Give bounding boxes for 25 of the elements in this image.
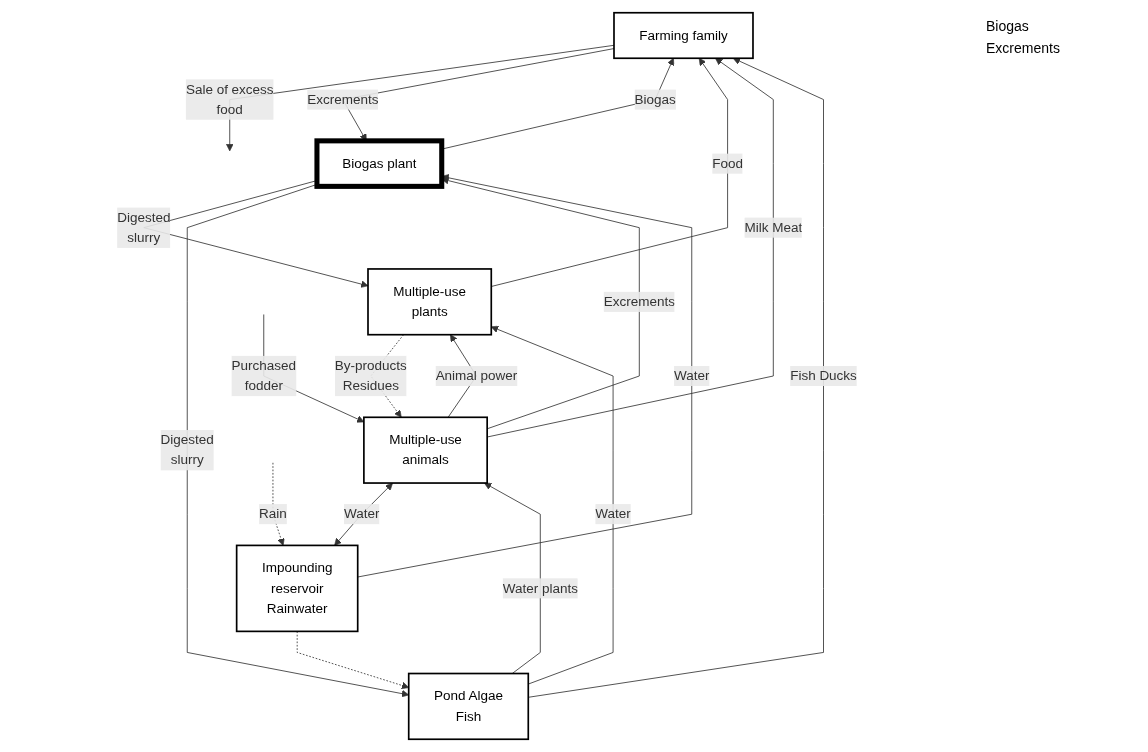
edge-label: By-products Residues [334,358,407,393]
edge-label: Food [712,156,743,171]
edge-label: Excrements [603,294,675,309]
edge-label: Animal power [435,368,518,383]
note-text: Excrements [986,40,1061,56]
edge-label: Digested slurry [117,209,171,245]
edge-label: Fish Ducks [790,368,857,383]
edge-label: Milk Meat [744,220,803,235]
edge-label: Excrements [307,91,379,107]
edge-label: Water [674,368,710,383]
edge-label: Water [595,506,631,521]
node-box: Farming family [613,11,754,60]
edge-label: Water [343,506,380,521]
node-box: Multiple-use plants [367,268,493,336]
note-text: Biogas [986,18,1030,34]
node-box: Pond Algae Fish [407,672,530,741]
edge-label: Digested slurry [160,432,214,468]
edge-label: Water plants [502,580,578,596]
edge-label: Sale of excess food [185,81,274,117]
node-box: Impounding reservoir Rainwater [235,544,359,633]
edge-label: Rain [259,506,287,521]
node-box: Multiple-use animals [363,416,488,484]
edge-label: Purchased fodder [231,358,296,393]
node-box: Biogas plant [314,138,445,189]
edge-label: Biogas [634,91,676,107]
